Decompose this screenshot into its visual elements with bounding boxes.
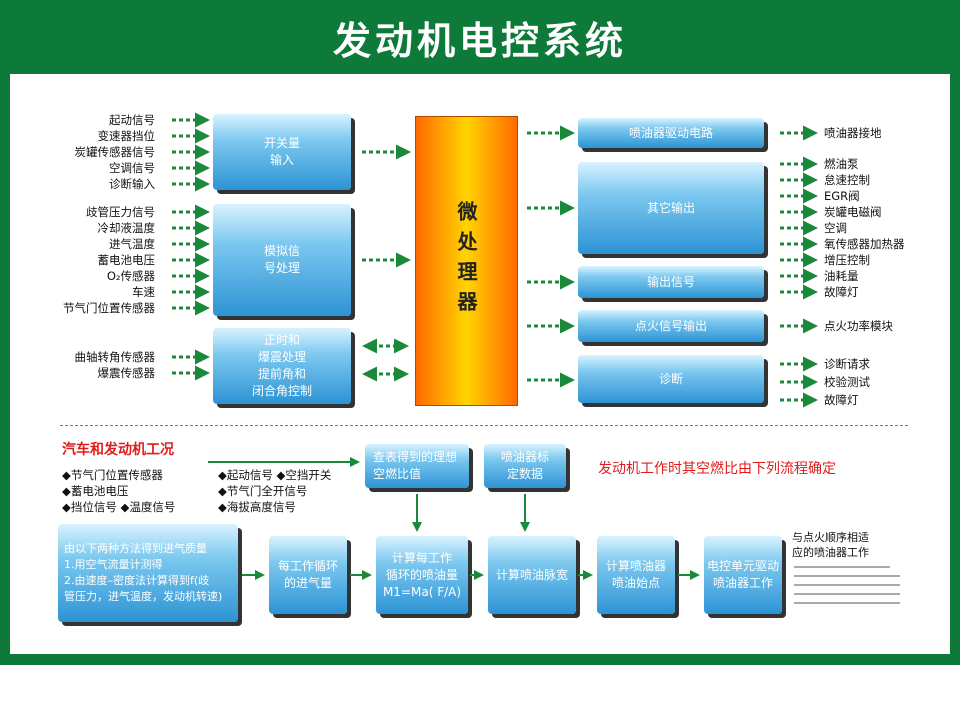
input-label: 歧管压力信号 <box>86 205 155 219</box>
box-text: 其它输出 <box>646 200 695 215</box>
input-label: 曲轴转角传感器 <box>74 350 156 364</box>
page-title: 发动机电控系统 <box>332 19 627 63</box>
output-label: 增压控制 <box>824 253 870 267</box>
box-text: 喷油器工作 <box>712 576 773 590</box>
pulse-width-box: 计算喷油脉宽 <box>488 536 576 614</box>
air-per-cycle-box: 每工作循环的进气量 <box>269 536 347 614</box>
condition-item: ◆节气门位置传感器 <box>62 468 163 482</box>
input-label: 进气温度 <box>109 237 155 251</box>
box-text: 输出信号 <box>646 274 695 289</box>
box-text: 诊断 <box>658 371 683 386</box>
output-label: 燃油泵 <box>824 157 859 171</box>
timing-knock-box: 正时和爆震处理提前角和闭合角控制 <box>213 328 351 404</box>
box-text: 计算喷油器 <box>605 559 666 573</box>
input-label: 炭罐传感器信号 <box>74 145 156 159</box>
condition-item: ◆蓄电池电压 <box>62 484 129 498</box>
input-label: 起动信号 <box>109 113 155 127</box>
condition-item: ◆节气门全开信号 <box>218 484 308 498</box>
box-text: 电控单元驱动 <box>706 559 779 573</box>
input-label: 车速 <box>132 285 155 299</box>
box-text: 由以下两种方法得到进气质量 <box>64 542 207 555</box>
box-text: 查表得到的理想 <box>373 450 458 464</box>
box-text: 模拟信 <box>263 244 300 258</box>
flow-note: 发动机工作时其空燃比由下列流程确定 <box>598 461 836 477</box>
sequence-note: 与点火顺序相适 <box>792 531 869 544</box>
output-label: 故障灯 <box>824 393 859 407</box>
diagnosis-box: 诊断 <box>578 355 764 403</box>
box-text: M1=Ma( F/A) <box>382 584 462 599</box>
box-text: 计算每工作 <box>391 550 452 565</box>
injection-start-box: 计算喷油器喷油始点 <box>597 536 675 614</box>
section-divider <box>60 425 908 426</box>
output-signal-box: 输出信号 <box>578 266 764 298</box>
output-label: 怠速控制 <box>824 173 870 187</box>
box-text: 每工作循环 <box>277 559 338 573</box>
input-label: 蓄电池电压 <box>97 253 156 267</box>
box-text: 喷油器标 <box>500 450 549 464</box>
input-label: 冷却液温度 <box>97 221 156 235</box>
box-text: 循环的喷油量 <box>385 567 458 582</box>
output-label: 氧传感器加热器 <box>824 237 905 251</box>
conditions-heading: 汽车和发动机工况 <box>62 442 174 458</box>
box-text: 提前角和 <box>257 367 306 381</box>
fuel-calc-box: 计算每工作循环的喷油量 M1=Ma( F/A) <box>376 536 468 614</box>
box-text: 2.由速度–密度法计算得到f(歧 <box>64 574 210 587</box>
box-text: 输入 <box>269 153 294 167</box>
box-text: 1.用空气流量计测得 <box>64 558 163 571</box>
injector-drive-box: 喷油器驱动电路 <box>578 118 764 148</box>
output-label: 油耗量 <box>824 269 859 283</box>
box-text: 管压力，进气温度，发动机转速) <box>64 590 223 603</box>
ecu-drive-box: 电控单元驱动喷油器工作 <box>704 536 782 614</box>
input-label: 诊断输入 <box>109 177 155 191</box>
injector-lines <box>794 566 900 604</box>
flow-arrows <box>208 457 700 580</box>
output-label: 诊断请求 <box>824 357 870 371</box>
box-text: 喷油始点 <box>611 576 660 590</box>
output-label: 炭罐电磁阀 <box>824 205 882 219</box>
box-text: 爆震处理 <box>257 350 306 364</box>
box-text: 空燃比值 <box>373 467 422 481</box>
ignition-output-box: 点火信号输出 <box>578 310 764 342</box>
box-text: 开关量 <box>263 136 300 150</box>
box-text: 闭合角控制 <box>251 384 312 398</box>
sequence-note: 应的喷油器工作 <box>792 546 869 559</box>
condition-item: ◆海拔高度信号 <box>218 500 296 514</box>
box-text: 点火信号输出 <box>634 318 707 333</box>
input-label: 变速器挡位 <box>97 129 156 143</box>
output-label: 空调 <box>824 221 847 235</box>
cpu-label: 微处理器 <box>454 201 478 321</box>
input-label: 节气门位置传感器 <box>63 301 155 315</box>
input-label: 空调信号 <box>109 161 155 175</box>
air-mass-method-box: 由以下两种方法得到进气质量 1.用空气流量计测得 2.由速度–密度法计算得到f(歧管… <box>58 524 238 622</box>
analog-processing-box: 模拟信号处理 <box>213 204 351 316</box>
box-text: 计算喷油脉宽 <box>495 567 568 582</box>
box-text: 号处理 <box>263 261 300 275</box>
output-label: 点火功率模块 <box>824 319 893 333</box>
output-label: EGR阀 <box>824 189 860 203</box>
condition-item: ◆起动信号 ◆空挡开关 <box>218 468 332 482</box>
box-text: 正时和 <box>263 333 300 347</box>
box-text: 定数据 <box>506 467 543 481</box>
microprocessor-block: 微处理器 <box>415 116 518 406</box>
lookup-afr-box: 查表得到的理想空燃比值 <box>365 444 469 488</box>
injector-calibration-box: 喷油器标定数据 <box>484 444 566 488</box>
output-label: 故障灯 <box>824 285 859 299</box>
input-label: 爆震传感器 <box>97 366 156 380</box>
output-label: 喷油器接地 <box>824 126 882 140</box>
condition-item: ◆挡位信号 ◆温度信号 <box>62 500 176 514</box>
box-text: 喷油器驱动电路 <box>628 125 713 140</box>
input-label: O₂传感器 <box>106 269 155 283</box>
output-label: 校验测试 <box>824 375 870 389</box>
other-output-box: 其它输出 <box>578 162 764 254</box>
box-text: 的进气量 <box>283 576 332 590</box>
switch-input-box: 开关量输入 <box>213 114 351 190</box>
